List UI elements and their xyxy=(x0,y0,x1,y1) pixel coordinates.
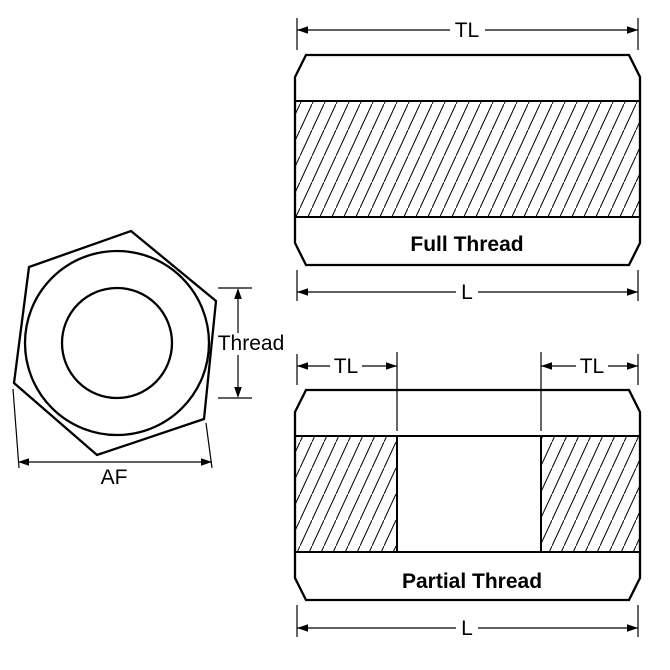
hex-end-view: Thread AF xyxy=(12,229,285,489)
full-thread-l-dimension: L xyxy=(296,270,639,304)
partial-thread-l-label: L xyxy=(461,617,473,640)
l-arrow-left xyxy=(297,288,308,296)
thread-hole-circle xyxy=(60,286,174,400)
af-dim-ext-left xyxy=(12,388,20,469)
full-thread-l-label: L xyxy=(461,281,473,304)
thread-label: Thread xyxy=(218,332,285,355)
thread-dimension: Thread xyxy=(218,287,285,399)
tl-arrow-right xyxy=(627,26,638,34)
full-thread-tl-label: TL xyxy=(455,19,480,42)
partial-thread-tl-left-dimension: TL xyxy=(296,352,398,431)
partial-thread-view: TL TL Partial Thread L xyxy=(293,352,642,640)
af-label: AF xyxy=(101,466,128,489)
partial-thread-tl-left-label: TL xyxy=(334,355,359,378)
full-thread-caption: Full Thread xyxy=(410,233,523,256)
hex-inscribed-circle xyxy=(23,249,211,437)
full-thread-tl-dimension: TL xyxy=(296,18,639,50)
thread-dim-arrow-up xyxy=(234,288,242,299)
full-thread-view: TL Full Thread L xyxy=(293,18,642,304)
l-bottom-arrow-left xyxy=(297,624,308,632)
partial-thread-tl-right-dimension: TL xyxy=(540,352,639,431)
af-dimension: AF xyxy=(12,388,213,489)
partial-thread-l-dimension: L xyxy=(296,605,639,640)
tl-left-arrow-left xyxy=(297,362,308,370)
partial-thread-caption: Partial Thread xyxy=(402,570,542,593)
af-dim-ext-right xyxy=(205,422,213,469)
partial-thread-hatching-left xyxy=(296,437,396,551)
tl-right-arrow-right xyxy=(627,362,638,370)
partial-thread-hatching-right xyxy=(542,437,639,551)
af-dim-arrow-left xyxy=(18,458,29,466)
partial-thread-tl-right-label: TL xyxy=(580,355,605,378)
tl-right-arrow-left xyxy=(541,362,552,370)
l-bottom-arrow-right xyxy=(627,624,638,632)
full-thread-hatching xyxy=(296,102,639,216)
thread-dim-arrow-down xyxy=(234,387,242,398)
af-dim-arrow-right xyxy=(201,458,212,466)
tl-arrow-left xyxy=(297,26,308,34)
l-arrow-right xyxy=(627,288,638,296)
tl-left-arrow-right xyxy=(386,362,397,370)
